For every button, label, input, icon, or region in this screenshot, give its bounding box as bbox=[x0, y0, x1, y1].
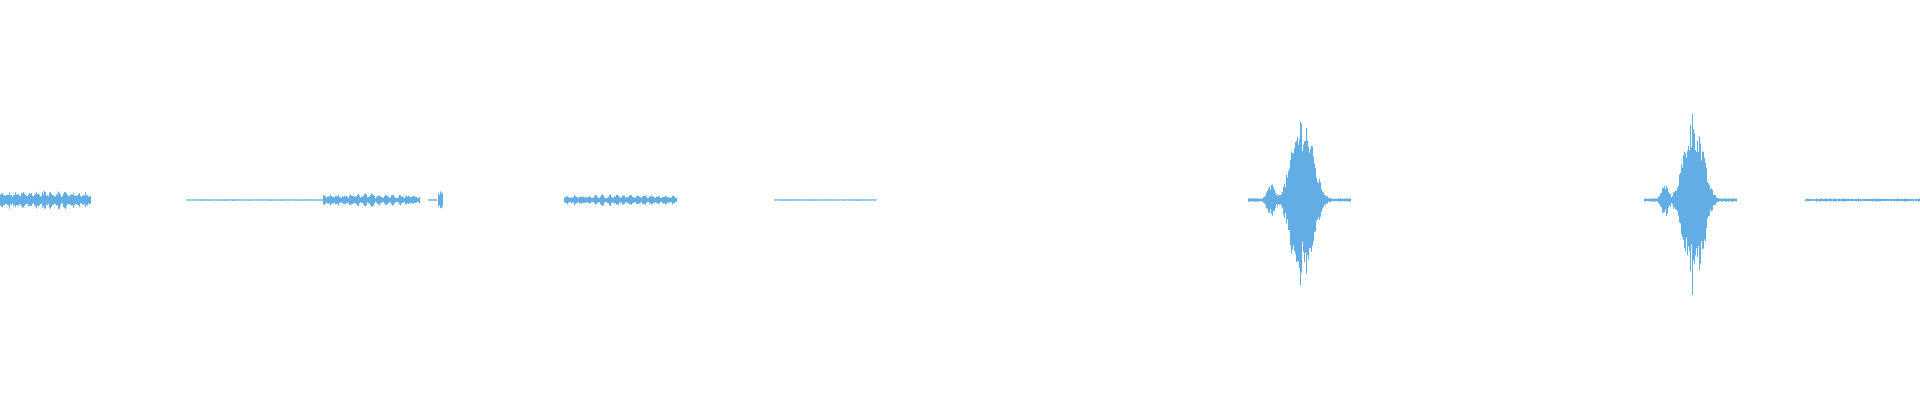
waveform-segment-8 bbox=[1644, 114, 1737, 295]
waveform-segments bbox=[0, 114, 1920, 295]
waveform-segment-0 bbox=[0, 191, 91, 210]
waveform-segment-7 bbox=[1248, 121, 1351, 286]
waveform-segment-3 bbox=[428, 199, 437, 201]
waveform-segment-6 bbox=[774, 199, 877, 201]
waveform-segment-2 bbox=[323, 193, 420, 207]
waveform-segment-5 bbox=[564, 194, 677, 206]
waveform-segment-9 bbox=[1805, 198, 1920, 202]
waveform-segment-1 bbox=[186, 199, 324, 201]
waveform-segment-4 bbox=[438, 191, 443, 209]
